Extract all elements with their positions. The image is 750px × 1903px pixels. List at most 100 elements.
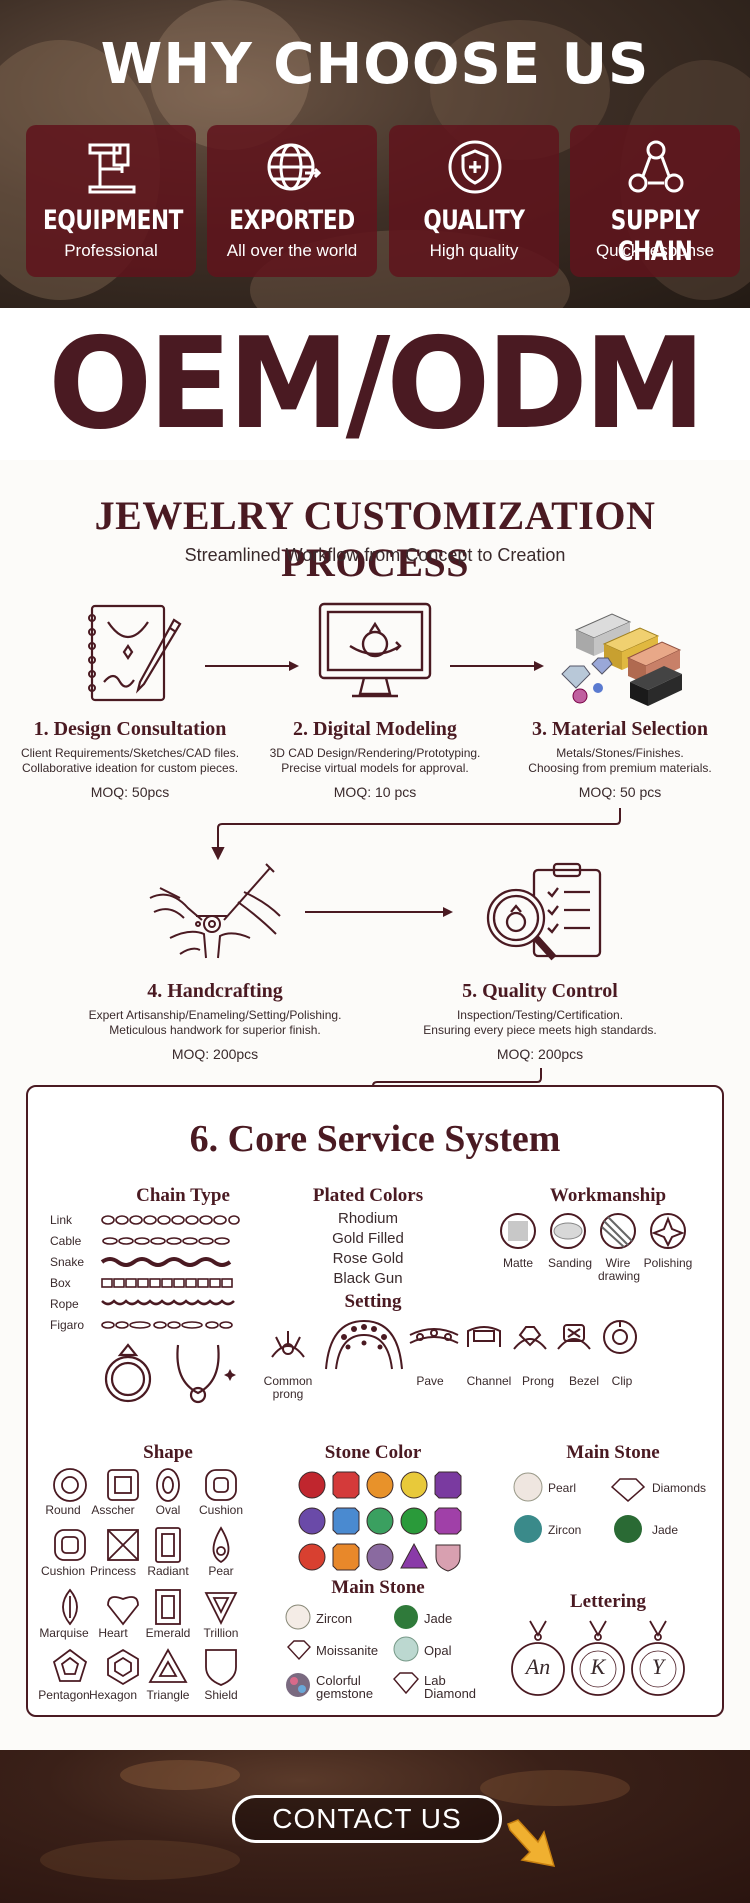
workmanship-label-line: Wire	[605, 1256, 631, 1270]
card-exported: EXPORTED All over the world	[207, 125, 377, 277]
contact-us-button[interactable]: CONTACT US	[232, 1795, 502, 1843]
lettering-monogram: Y	[651, 1654, 665, 1679]
shape-label: Shield	[204, 1688, 238, 1702]
hands-crafting-icon	[149, 863, 281, 959]
process-subtitle: Streamlined Workflow from Concept to Cre…	[184, 545, 566, 565]
magnifier-checklist-icon	[486, 862, 602, 961]
step-description: Choosing from premium materials.	[528, 761, 712, 775]
workmanship-label: Sanding	[547, 1256, 593, 1270]
stone-color-swatch	[366, 1543, 394, 1571]
notebook-sketch-icon	[88, 604, 182, 702]
step-description: Inspection/Testing/Certification.	[456, 1008, 624, 1022]
step-description: Metals/Stones/Finishes.	[556, 746, 684, 760]
stone-color-swatch	[298, 1507, 326, 1535]
stone-color-swatch	[435, 1544, 461, 1572]
setting-label: Bezel	[568, 1374, 600, 1388]
plated-colors-heading: Plated Colors	[312, 1185, 424, 1206]
shape-label: Trillion	[203, 1626, 239, 1640]
step-quality-control: 5. Quality Control Inspection/Testing/Ce…	[405, 980, 675, 1062]
oem-odm-heading: OEM/ODM	[48, 310, 705, 457]
stone-color-swatch	[400, 1507, 428, 1535]
stone-color-swatch	[332, 1471, 360, 1499]
plated-color-item: Black Gun	[333, 1270, 403, 1287]
step-moq: MOQ: 10 pcs	[333, 784, 417, 800]
shield-icon	[448, 140, 502, 194]
step-digital-modeling: 2. Digital Modeling 3D CAD Design/Render…	[255, 718, 495, 800]
shape-label: Triangle	[146, 1688, 190, 1702]
setting-label: Pave	[416, 1374, 444, 1388]
main-stone-label: Zircon	[548, 1523, 582, 1537]
step-title: 1. Design Consultation	[33, 718, 227, 740]
step-description: Collaborative ideation for custom pieces…	[21, 761, 239, 775]
stone-color-heading: Stone Color	[324, 1442, 422, 1463]
arrow-icon	[305, 907, 453, 917]
pearl-swatch	[513, 1472, 543, 1502]
chain-label: Figaro	[50, 1318, 85, 1332]
step-title: 5. Quality Control	[462, 980, 618, 1002]
zircon-swatch	[514, 1515, 542, 1543]
stone-color-swatch	[400, 1471, 428, 1499]
workmanship-heading: Workmanship	[549, 1185, 667, 1206]
plated-color-item: Rose Gold	[332, 1250, 404, 1267]
step-design-consultation: 1. Design Consultation Client Requiremen…	[15, 718, 245, 800]
plated-color-item: Rhodium	[337, 1210, 399, 1227]
network-icon	[628, 140, 684, 193]
setting-label-line: Common	[263, 1374, 313, 1388]
stone-color-swatch	[332, 1507, 360, 1535]
lettering-monogram: K	[590, 1654, 606, 1679]
shape-label: Pentagon	[38, 1688, 90, 1702]
computer-ring-icon	[318, 602, 432, 698]
step-moq: MOQ: 50 pcs	[578, 784, 662, 800]
globe-icon	[267, 143, 321, 191]
stone-color-swatch	[400, 1542, 428, 1569]
step-description: Meticulous handwork for superior finish.	[109, 1023, 321, 1037]
step-moq: MOQ: 200pcs	[496, 1046, 584, 1062]
contact-banner: CONTACT US	[0, 1750, 750, 1903]
main-stone-label: Jade	[652, 1523, 679, 1537]
main-stone-label: Moissanite	[316, 1643, 379, 1658]
card-title: EQUIPMENT	[43, 205, 183, 236]
setting-label-line: prong	[272, 1387, 304, 1401]
stone-color-grid	[298, 1471, 462, 1572]
stone-color-swatch	[298, 1543, 326, 1571]
chain-label: Box	[50, 1276, 71, 1290]
card-subtitle: Professional	[64, 241, 158, 260]
card-supply-chain: SUPPLY CHAIN Quick response	[570, 125, 740, 277]
main-stone-label: Pearl	[548, 1481, 577, 1495]
step-moq: MOQ: 50pcs	[90, 784, 170, 800]
card-quality: QUALITY High quality	[389, 125, 559, 277]
workmanship-label-line: drawing	[598, 1269, 641, 1283]
stone-color-swatch	[434, 1507, 462, 1535]
plated-colors-list: Rhodium Gold Filled Rose Gold Black Gun	[308, 1209, 428, 1289]
card-title: SUPPLY CHAIN	[610, 205, 700, 267]
shape-label: Emerald	[145, 1626, 191, 1640]
main-stone-heading: Main Stone	[331, 1577, 425, 1598]
shape-label: Marquise	[39, 1626, 89, 1640]
core-title: 6. Core Service System	[189, 1118, 561, 1160]
step-title: 2. Digital Modeling	[293, 718, 457, 740]
lettering-heading: Lettering	[570, 1591, 646, 1612]
arrow-icon	[450, 661, 544, 671]
main-stone-swatches-icon	[285, 1604, 419, 1697]
card-subtitle: All over the world	[226, 241, 358, 260]
main-stone-label-line: gemstone	[316, 1686, 374, 1701]
workmanship-label: Polishing	[643, 1256, 693, 1270]
setting-types-icon	[271, 1319, 637, 1370]
stone-color-swatch	[298, 1471, 326, 1499]
main-stone-label: Jade	[424, 1611, 453, 1626]
step-moq: MOQ: 200pcs	[171, 1046, 259, 1062]
main-stone-label: Opal	[424, 1643, 452, 1658]
main-stone-label-line: Diamond	[424, 1686, 477, 1701]
shape-label: Hexagon	[88, 1688, 138, 1702]
main-stone-heading: Main Stone	[566, 1442, 660, 1463]
step-description: Ensuring every piece meets high standard…	[423, 1023, 657, 1037]
main-stone-label: Diamonds	[652, 1481, 707, 1495]
card-equipment: EQUIPMENT Professional	[26, 125, 196, 277]
step-description: 3D CAD Design/Rendering/Prototyping.	[269, 746, 481, 760]
stone-color-swatch	[366, 1507, 394, 1535]
core-service-system: 6. Core Service System Chain Type Link C…	[26, 1085, 724, 1717]
plated-color-item: Gold Filled	[332, 1230, 404, 1247]
